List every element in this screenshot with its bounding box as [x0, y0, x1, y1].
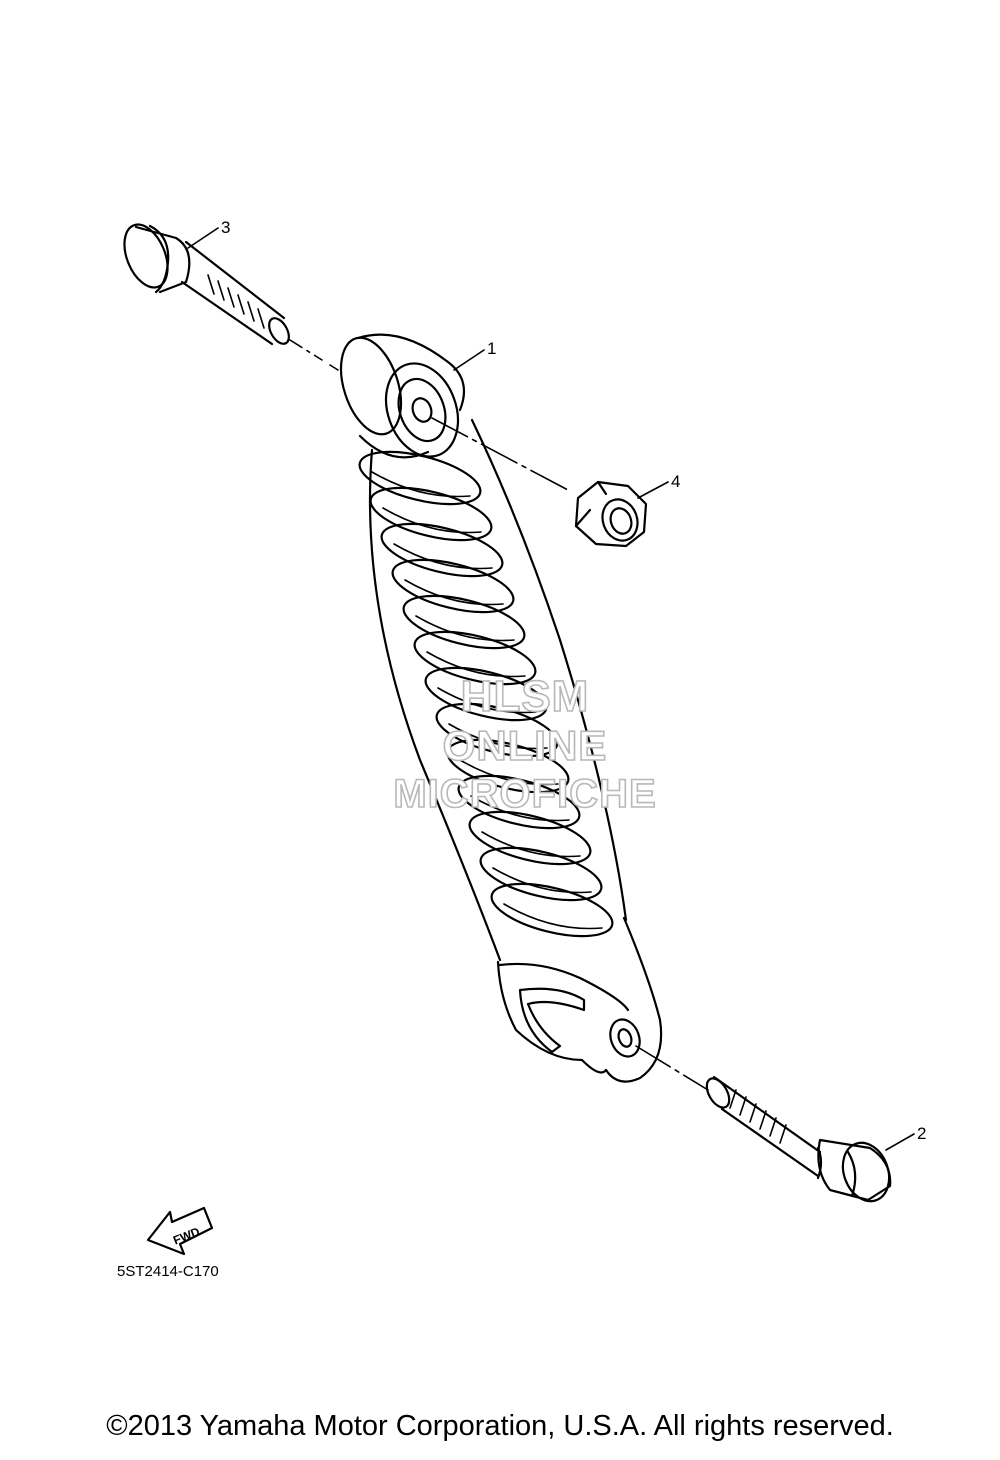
spring-coil-inner [503, 903, 603, 930]
callout-3: 3 [221, 218, 230, 237]
lower-bolt-part-2[interactable] [702, 1075, 897, 1208]
fwd-label: FWD [171, 1224, 202, 1247]
spring-coil-inner [404, 579, 504, 606]
spring-coil [380, 522, 504, 578]
spring-coil [413, 630, 537, 686]
spring-coil [479, 846, 603, 902]
copyright-notice: ©2013 Yamaha Motor Corporation, U.S.A. A… [106, 1410, 894, 1442]
spring-coil [435, 702, 559, 758]
spring-coil-inner [437, 687, 537, 714]
spring-coil-inner [448, 723, 548, 750]
spring-coil-inner [371, 471, 471, 498]
damper-body [368, 418, 628, 962]
spring-coil-inner [459, 759, 559, 786]
spring-coil-inner [470, 795, 570, 822]
spring-coil [424, 666, 548, 722]
drawing-code: 5ST2414-C170 [117, 1263, 219, 1280]
spring-coil-inner [382, 507, 482, 534]
callout-2: 2 [917, 1124, 926, 1143]
spring-coil [490, 882, 614, 938]
nut-part-4[interactable] [574, 480, 648, 548]
fwd-arrow-icon: FWD [146, 1206, 214, 1256]
spring-coil [446, 738, 570, 794]
upper-bolt-part-3[interactable] [116, 218, 293, 347]
watermark-line-3: MICROFICHE [393, 771, 657, 817]
spring-coil-inner [481, 831, 581, 858]
spring-coil [369, 486, 493, 542]
spring-coil [391, 558, 515, 614]
shock-absorber-part-1[interactable] [330, 330, 663, 1083]
spring-coil [402, 594, 526, 650]
spring-coil [358, 450, 482, 506]
spring-coil-inner [415, 615, 515, 642]
callout-4: 4 [671, 472, 680, 491]
callout-1: 1 [487, 339, 496, 358]
spring-coil [457, 774, 581, 830]
spring-coil-inner [393, 543, 493, 570]
spring-coil [468, 810, 592, 866]
spring-coil-inner [492, 867, 592, 894]
spring-coil-inner [426, 651, 526, 678]
watermark-line-2: ONLINE [442, 721, 608, 770]
watermark-line-1: HLSM [460, 671, 590, 722]
